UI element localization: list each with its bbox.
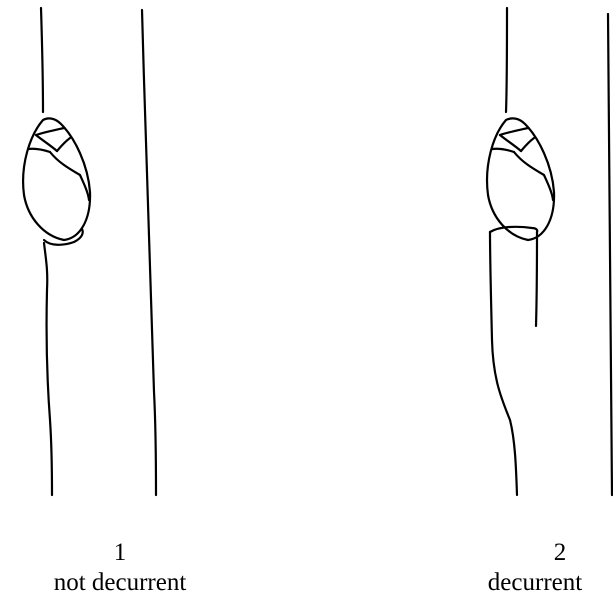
fig1-bud-scale-line-4 — [57, 138, 70, 151]
fig2-bud-scale-line-1 — [500, 128, 528, 135]
fig2-stem-right-edge — [608, 14, 612, 495]
fig2-leaf-scar — [490, 227, 537, 232]
fig2-bud-scale-line-3 — [492, 149, 514, 152]
fig2-bud-scale-line-4 — [521, 138, 534, 151]
fig1-bud-outline — [23, 118, 90, 240]
fig1-stem-right-edge — [142, 10, 156, 495]
fig2-decurrent-ridge — [536, 232, 537, 326]
figure-1-number: 1 — [55, 538, 185, 568]
fig2-bud-outline — [487, 118, 554, 240]
fig2-stem-left-lower — [490, 232, 517, 495]
figure-1-caption: not decurrent — [0, 568, 240, 598]
fig1-leaf-scar — [44, 229, 83, 245]
figure-2-caption: decurrent — [455, 568, 613, 598]
figure-1-illustration — [23, 8, 156, 495]
fig1-stem-left-upper — [41, 8, 43, 112]
figure-2-number: 2 — [495, 538, 613, 568]
fig2-stem-left-upper — [506, 8, 507, 112]
fig1-bud-scale-line-1 — [36, 128, 64, 135]
figure-2-illustration — [487, 8, 612, 495]
fig1-bud-scale-line-3 — [28, 149, 50, 152]
fig1-stem-left-lower — [44, 243, 52, 495]
